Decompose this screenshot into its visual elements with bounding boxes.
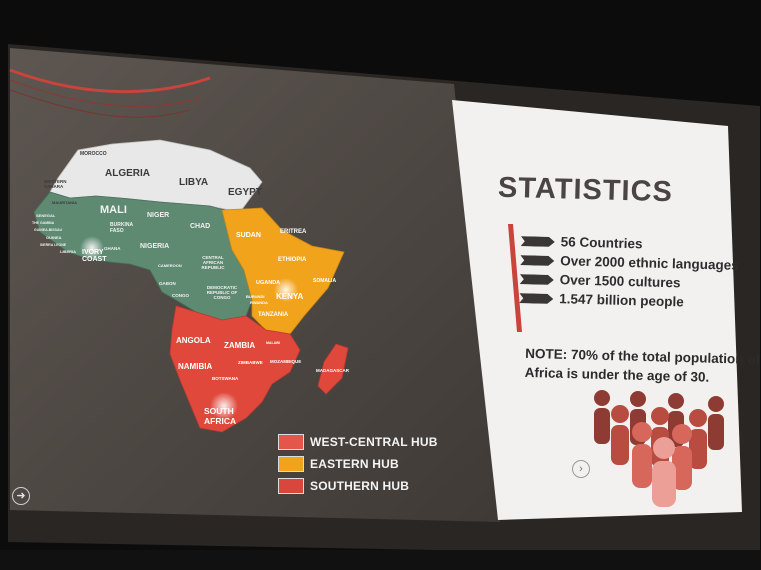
circle-arrow-right-icon: ›	[579, 463, 583, 475]
map-southern-region	[169, 305, 301, 433]
legend-item-southern: SOUTHERN HUB	[278, 476, 438, 496]
label-zimbabwe: ZIMBABWE	[238, 360, 263, 365]
label-libya: LIBYA	[179, 177, 209, 188]
label-ivory-coast: IVORY COAST	[82, 249, 107, 263]
legend-swatch	[278, 456, 304, 472]
label-niger: NIGER	[147, 212, 170, 219]
label-sierra-leone: SIERRA LEONE	[40, 243, 67, 247]
circle-arrow-right-icon: ➜	[16, 490, 26, 502]
label-burkina-faso: BURKINA FASO	[110, 222, 133, 234]
decorative-curve	[9, 68, 211, 94]
label-mozambique: MOZAMBIQUE	[270, 359, 302, 364]
statistics-list: 56 Countries Over 2000 ethnic languages …	[519, 231, 740, 313]
map-eastern-region	[221, 207, 345, 335]
label-botswana: BOTSWANA	[212, 376, 239, 381]
label-namibia: NAMIBIA	[178, 362, 213, 371]
map-madagascar	[317, 343, 349, 395]
label-drc: DEMOCRATIC REPUBLIC OF CONGO	[206, 285, 238, 300]
map-legend: WEST-CENTRAL HUB EASTERN HUB SOUTHERN HU…	[278, 432, 438, 498]
label-chad: CHAD	[190, 223, 211, 230]
label-ethiopia: ETHIOPIA	[278, 257, 307, 263]
prev-slide-button[interactable]: ➜	[12, 487, 30, 505]
label-zambia: ZAMBIA	[224, 341, 256, 350]
label-somalia: SOMALIA	[313, 278, 337, 284]
label-nigeria: NIGERIA	[140, 243, 170, 250]
list-item-text: 1.547 billion people	[559, 291, 684, 310]
decorative-curve	[9, 89, 191, 118]
label-madagascar: MADAGASCAR	[316, 368, 349, 373]
chevron-arrow-icon	[519, 292, 554, 304]
list-item-text: 56 Countries	[560, 234, 643, 252]
chevron-arrow-icon	[520, 254, 555, 266]
list-item-text: Over 1500 cultures	[559, 272, 681, 291]
label-western-sahara: WESTERN SAHARA	[44, 179, 67, 189]
label-car: CENTRAL AFRICAN REPUBLIC	[201, 255, 225, 270]
label-uganda: UGANDA	[256, 280, 281, 286]
label-cameroon: CAMEROON	[158, 263, 182, 268]
legend-label: EASTERN HUB	[310, 457, 399, 471]
chevron-arrow-icon	[519, 273, 554, 285]
label-egypt: EGYPT	[228, 187, 262, 198]
label-malawi: MALAWI	[266, 341, 281, 345]
label-guinea-bissau: GUINEA-BISSAU	[34, 228, 63, 232]
legend-label: WEST-CENTRAL HUB	[310, 435, 438, 449]
highlight-south-africa	[210, 392, 238, 420]
next-slide-button[interactable]: ›	[572, 460, 590, 478]
label-guinea: GUINEA	[46, 235, 62, 240]
highlight-ivory-coast	[80, 236, 104, 260]
label-algeria: ALGERIA	[105, 168, 150, 179]
statistics-title: STATISTICS	[497, 171, 674, 209]
list-item: Over 1500 cultures	[519, 269, 739, 294]
label-angola: ANGOLA	[176, 336, 211, 345]
highlight-kenya	[274, 278, 298, 302]
accent-bar	[508, 224, 522, 332]
decorative-curve	[9, 79, 201, 107]
label-eritrea: ERITREA	[280, 229, 307, 235]
label-south-africa: SOUTH AFRICA	[204, 406, 237, 426]
label-mali: MALI	[100, 204, 127, 216]
label-mauritania: MAURITANIA	[52, 200, 78, 205]
label-tanzania: TANZANIA	[258, 312, 289, 318]
legend-item-west-central: WEST-CENTRAL HUB	[278, 432, 438, 452]
label-rwanda: RWANDA	[250, 300, 268, 305]
label-senegal: SENEGAL	[36, 213, 56, 218]
label-ghana: GHANA	[104, 246, 121, 251]
population-note: NOTE: 70% of the total population of Afr…	[524, 345, 761, 385]
label-liberia: LIBERIA	[60, 249, 76, 254]
label-congo: CONGO	[172, 293, 190, 298]
legend-label: SOUTHERN HUB	[310, 479, 410, 493]
legend-swatch	[278, 478, 304, 494]
legend-swatch	[278, 434, 304, 450]
label-morocco: MOROCCO	[80, 151, 107, 157]
label-burundi: BURUNDI	[246, 294, 265, 299]
label-sudan: SUDAN	[236, 232, 261, 239]
legend-item-eastern: EASTERN HUB	[278, 454, 438, 474]
people-group-icon	[594, 390, 724, 507]
label-kenya: KENYA	[276, 292, 304, 301]
list-item: 56 Countries	[520, 231, 740, 256]
list-item: 1.547 billion people	[519, 288, 738, 313]
chevron-arrow-icon	[520, 235, 555, 247]
list-item: Over 2000 ethnic languages	[520, 250, 739, 275]
label-gabon: GABON	[159, 281, 176, 286]
label-gambia: THE GAMBIA	[32, 221, 55, 225]
